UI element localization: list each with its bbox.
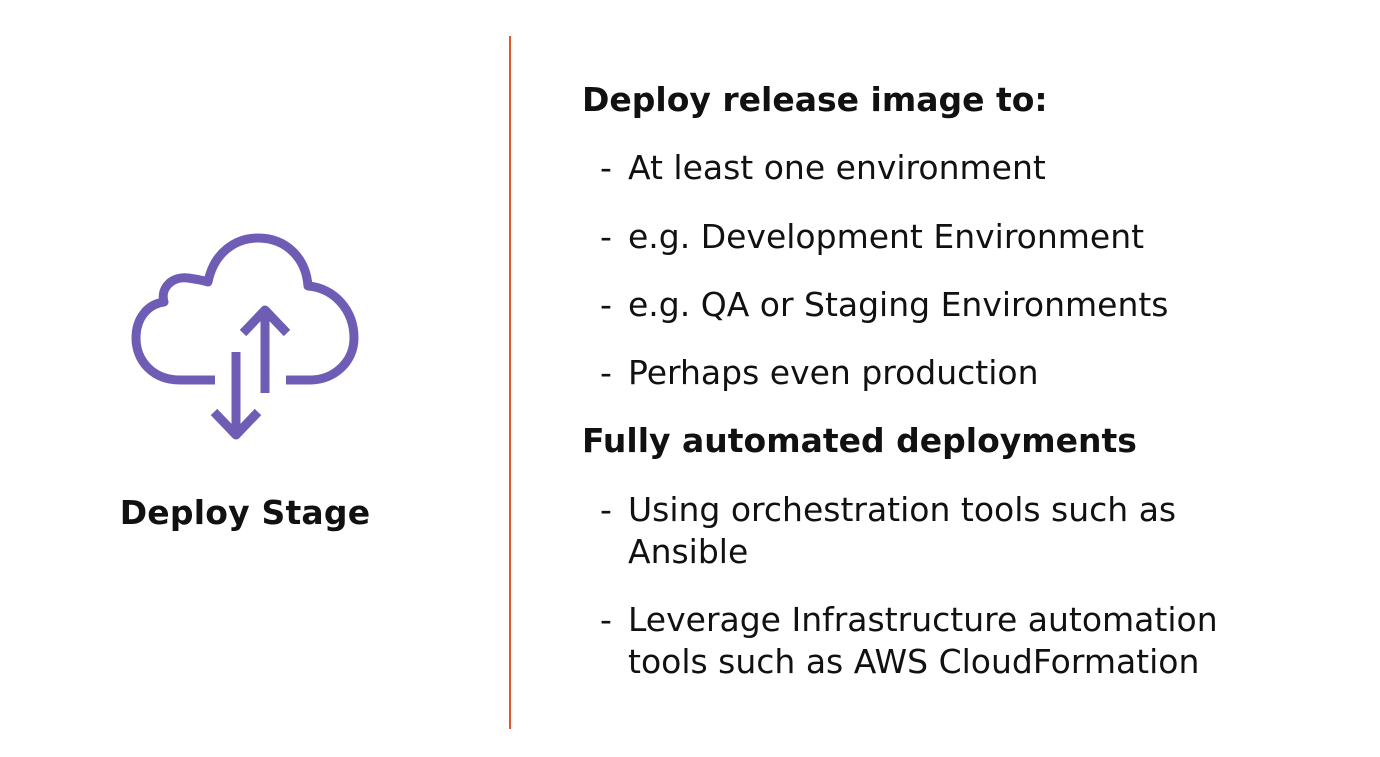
bullet-dash: - bbox=[600, 217, 612, 256]
list-item-text: e.g. Development Environment bbox=[628, 217, 1145, 256]
section-heading-automation: Fully automated deployments bbox=[582, 421, 1137, 460]
list-item: - Using orchestration tools such as Ansi… bbox=[600, 489, 1240, 573]
section-heading-deploy: Deploy release image to: bbox=[582, 80, 1048, 119]
list-item-text: At least one environment bbox=[628, 148, 1046, 187]
bullet-dash: - bbox=[600, 148, 612, 187]
cloud-upload-download-icon bbox=[131, 233, 359, 440]
list-item: - Leverage Infrastructure automation too… bbox=[600, 599, 1300, 683]
list-item-text: e.g. QA or Staging Environments bbox=[628, 285, 1169, 324]
bullet-dash: - bbox=[600, 353, 612, 392]
list-item: - At least one environment bbox=[600, 147, 1340, 189]
divider-line bbox=[509, 36, 511, 729]
left-panel: Deploy Stage bbox=[0, 0, 510, 757]
bullet-dash: - bbox=[600, 490, 612, 529]
bullet-dash: - bbox=[600, 600, 612, 639]
right-panel: Deploy release image to: - At least one … bbox=[582, 0, 1362, 757]
list-item-text: Leverage Infrastructure automation tools… bbox=[628, 600, 1218, 681]
stage-title: Deploy Stage bbox=[119, 493, 371, 532]
list-item: - e.g. QA or Staging Environments bbox=[600, 284, 1340, 326]
list-item-text: Perhaps even production bbox=[628, 353, 1039, 392]
list-item: - e.g. Development Environment bbox=[600, 216, 1340, 258]
list-item: - Perhaps even production bbox=[600, 352, 1340, 394]
list-item-text: Using orchestration tools such as Ansibl… bbox=[628, 490, 1177, 571]
bullet-dash: - bbox=[600, 285, 612, 324]
